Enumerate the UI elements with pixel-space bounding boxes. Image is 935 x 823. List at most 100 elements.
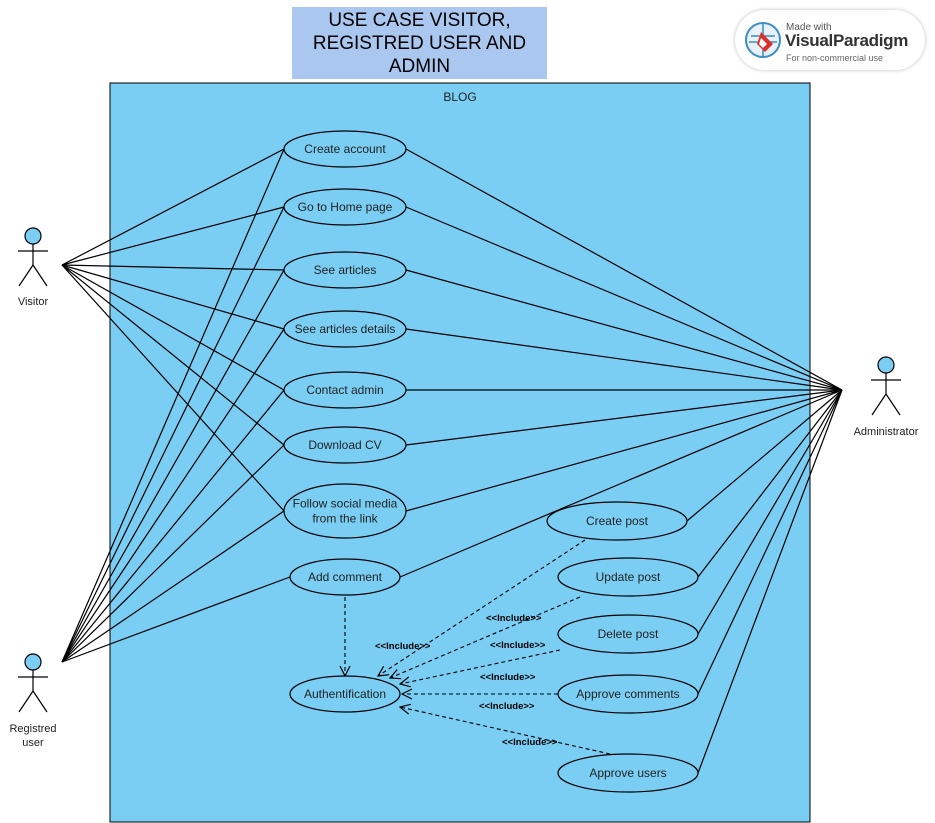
use-case-ellipse [283,483,407,539]
association-visitor-download_cv [61,264,285,446]
association-visitor-create_account [61,148,285,266]
association-registered_user-add_comment [61,576,291,663]
association-registered_user-follow_social [61,510,285,663]
actor-label: Registred [9,723,56,735]
include-label-approve_users: <<Include>> [502,737,558,748]
system-boundary [109,82,811,823]
use-case-ellipse [289,558,401,596]
include-create_post [378,539,586,676]
use-case-label: See articles details [295,322,396,336]
use-case-label: Download CV [308,438,381,452]
actor-label: user [22,737,44,749]
association-registered_user-contact_admin [61,389,285,663]
use-case-ellipse [283,310,407,348]
use-case-label: See articles [314,263,377,277]
use-case-see-articles[interactable]: See articles [283,251,407,289]
use-case-ellipse [557,557,699,597]
association-registered_user-go_home [61,206,285,663]
use-case-ellipse [557,753,699,793]
use-case-ellipse [289,675,401,713]
association-registered_user-create_account [61,148,285,663]
include-delete_post [400,649,561,684]
use-case-ellipse [557,614,699,654]
use-case-update-post[interactable]: Update post [557,557,699,597]
use-case-label: Contact admin [306,383,383,397]
association-registered_user-see_details [61,328,285,663]
association-admin-see_articles [405,269,843,391]
use-case-ellipse [283,426,407,464]
use-case-label: Create post [586,514,649,528]
actor-admin[interactable]: Administrator [854,356,919,438]
use-case-ellipse [283,251,407,289]
association-admin-update_post [697,389,843,578]
include-label-update_post: <<Include>> [490,640,546,651]
actor-label: Visitor [18,296,49,308]
stick-figure-icon [18,227,48,287]
stick-figure-icon [871,356,901,416]
use-case-label: from the link [312,512,378,526]
association-lines [61,148,843,774]
use-case-add-comment[interactable]: Add comment [289,558,401,596]
use-case-ellipse [557,674,699,714]
use-case-ellipse [283,130,407,168]
use-case-label: Update post [596,570,661,584]
include-approve_users [400,707,611,755]
association-admin-see_details [405,328,843,391]
visual-paradigm-logo-icon [745,22,781,58]
use-case-approve-users[interactable]: Approve users [557,753,699,793]
use-case-go-home[interactable]: Go to Home page [283,188,407,226]
association-admin-approve_users [697,389,843,774]
system-boundary-label: BLOG [443,90,476,104]
association-registered_user-download_cv [61,444,285,663]
use-case-see-details[interactable]: See articles details [283,310,407,348]
include-label-approve_comments: <<Include>> [479,701,535,712]
association-visitor-contact_admin [61,264,285,391]
association-admin-create_account [405,148,843,391]
use-case-create-post[interactable]: Create post [546,501,688,541]
association-admin-add_comment [399,389,843,578]
association-admin-follow_social [405,389,843,512]
use-case-label: Approve users [589,766,666,780]
badge-brand: VisualParadigm [785,31,909,50]
use-case-label: Go to Home page [298,200,393,214]
association-admin-create_post [686,389,843,522]
association-admin-approve_comments [697,389,843,695]
use-case-ellipse [283,371,407,409]
use-case-create-account[interactable]: Create account [283,130,407,168]
badge-subtitle: For non-commercial use [786,53,884,63]
use-case-label: Delete post [598,627,659,641]
association-admin-delete_post [697,389,843,635]
use-case-delete-post[interactable]: Delete post [557,614,699,654]
include-dependencies: <<Include>> <<Include>> <<Include>> <<Inclu… [345,539,611,755]
use-case-ellipse [546,501,688,541]
use-case-label: Authentification [304,687,386,701]
association-registered_user-see_articles [61,269,285,663]
visual-paradigm-badge: Made with VisualParadigm For non-commerc… [735,10,925,70]
actor-registered-user[interactable]: Registred user [9,653,57,749]
association-admin-go_home [405,206,843,391]
use-case-contact-admin[interactable]: Contact admin [283,371,407,409]
include-label-delete_post: <<Include>> [480,672,536,683]
use-case-label: Add comment [308,570,383,584]
include-label-create_post: <<Include>> [486,613,542,624]
association-visitor-see_details [61,264,285,330]
use-case-authentification[interactable]: Authentification [289,675,401,713]
use-case-label: Create account [304,142,386,156]
use-case-label: Follow social media [293,497,398,511]
use-case-label: Approve comments [576,687,679,701]
include-label-add_comment: <<Include>> [375,641,431,652]
association-visitor-follow_social [61,264,285,512]
actor-label: Administrator [854,426,919,438]
association-visitor-see_articles [61,264,285,271]
stick-figure-icon [18,653,48,713]
badge-made-with: Made with [786,22,832,33]
use-case-download-cv[interactable]: Download CV [283,426,407,464]
actor-visitor[interactable]: Visitor [18,227,49,308]
use-case-approve-comments[interactable]: Approve comments [557,674,699,714]
